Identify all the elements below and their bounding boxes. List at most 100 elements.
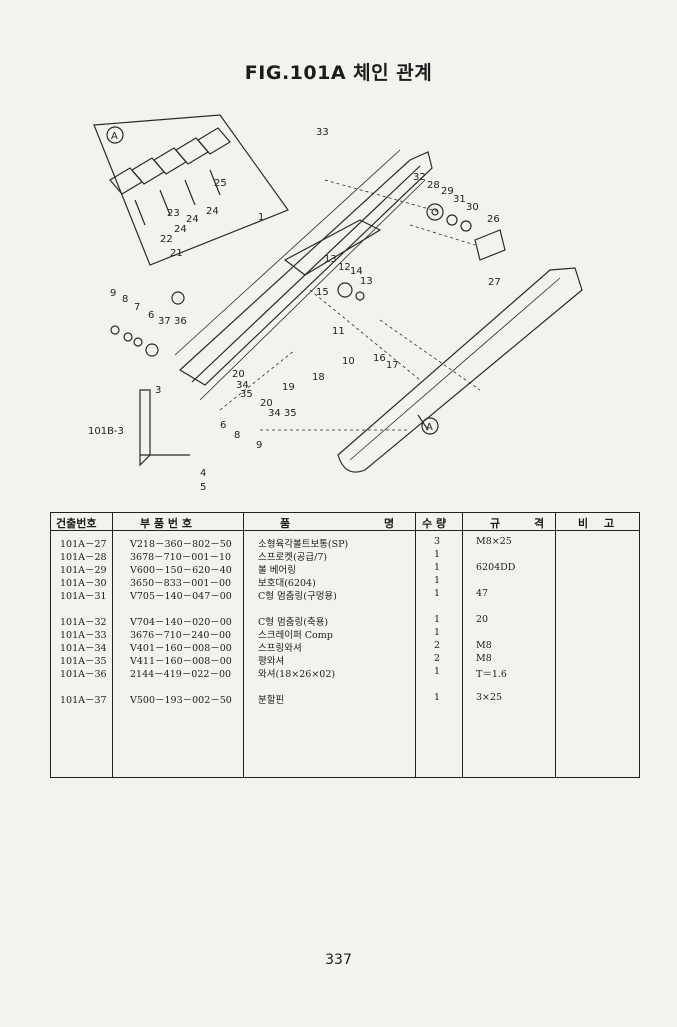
cell-qty: 1 [434, 588, 441, 599]
callout-24b: 24 [206, 206, 219, 217]
callout-30: 30 [466, 202, 479, 213]
mount-bracket [139, 389, 190, 467]
cell-qty: 2 [434, 653, 441, 664]
cell-spec: 6204DD [476, 562, 516, 573]
detail-box-a [93, 114, 289, 266]
detail-marker-a: A [111, 131, 118, 142]
detail-marker-a-pointer: A [426, 422, 433, 433]
cell-name: 분할핀 [258, 695, 285, 706]
callout-22: 22 [160, 234, 173, 245]
cell-part-no: V401－160－008－00 [130, 643, 232, 654]
callout-13a: 13 [324, 254, 337, 265]
callout-19: 19 [282, 382, 295, 393]
bracket [474, 229, 506, 261]
header-qty: 수 량 [422, 517, 447, 530]
conveyor-frame [179, 151, 433, 386]
cell-name: 와셔(18×26×02) [258, 669, 336, 680]
callout-20b: 20 [260, 398, 273, 409]
table-row: 101A－32 V704－140－020－00 C형 멈춤링(축용) 1 20 [50, 614, 640, 628]
header-spec: 규 격 [490, 517, 545, 530]
cell-qty: 1 [434, 666, 441, 677]
callout-9a: 9 [110, 288, 116, 299]
cell-part-no: V600－150－620－40 [130, 565, 232, 576]
feed-chute [337, 267, 583, 473]
callout-5: 5 [200, 482, 206, 493]
cell-name: C형 멈춤링(축용) [258, 617, 329, 628]
cell-id: 101A－33 [60, 630, 107, 641]
callout-25: 25 [214, 178, 227, 189]
callout-14: 14 [350, 266, 363, 277]
callout-17: 17 [386, 360, 399, 371]
cell-part-no: V500－193－002－50 [130, 695, 232, 706]
cell-part-no: V704－140－020－00 [130, 617, 232, 628]
callout-101b-3: 101B-3 [88, 426, 124, 437]
cell-id: 101A－31 [60, 591, 107, 602]
cell-spec: M8×25 [476, 536, 512, 547]
table-row: 101A－36 2144－419－022－00 와셔(18×26×02) 1 T＝1.6 [50, 666, 640, 680]
cell-name: 보호대(6204) [258, 578, 316, 589]
cell-spec: M8 [476, 640, 492, 651]
cell-part-no: V218－360－802－50 [130, 539, 232, 550]
callout-34-35: 34 35 [268, 408, 297, 419]
callout-32: 32 [413, 172, 426, 183]
cell-part-no: V705－140－047－00 [130, 591, 232, 602]
table-row: 101A－27 V218－360－802－50 소형육각볼트보통(SP) 3 M8×25 [50, 536, 640, 550]
callout-37: 37 [158, 316, 171, 327]
cell-id: 101A－36 [60, 669, 107, 680]
cell-name: C형 멈춤링(구멍용) [258, 591, 337, 602]
cell-part-no: 3676－710－240－00 [130, 630, 232, 641]
callout-23: 23 [167, 208, 180, 219]
cell-qty: 1 [434, 627, 441, 638]
callout-35a: 35 [240, 389, 253, 400]
page-number: 337 [325, 952, 352, 968]
cell-qty: 1 [434, 692, 441, 703]
cell-name: 스크레이퍼 Comp [258, 630, 333, 641]
callout-9b: 9 [256, 440, 262, 451]
cell-id: 101A－35 [60, 656, 107, 667]
callout-24a: 24 [186, 214, 199, 225]
cell-qty: 1 [434, 614, 441, 625]
callout-1: 1 [258, 212, 264, 223]
callout-36: 36 [174, 316, 187, 327]
callout-29: 29 [441, 186, 454, 197]
cell-part-no: 3650－833－001－00 [130, 578, 232, 589]
callout-12: 12 [338, 262, 351, 273]
header-remark: 비 고 [578, 517, 615, 530]
cell-id: 101A－28 [60, 552, 107, 563]
cell-name: 평와셔 [258, 656, 285, 667]
table-row: 101A－31 V705－140－047－00 C형 멈춤링(구멍용) 1 47 [50, 588, 640, 602]
callout-13b: 13 [360, 276, 373, 287]
callout-10: 10 [342, 356, 355, 367]
cell-spec: 47 [476, 588, 489, 599]
callout-20a: 20 [232, 369, 245, 380]
cell-id: 101A－29 [60, 565, 107, 576]
callout-34a: 34 [236, 380, 249, 391]
callout-6a: 6 [148, 310, 154, 321]
callout-28: 28 [427, 180, 440, 191]
cell-part-no: 2144－419－022－00 [130, 669, 232, 680]
cell-spec: 20 [476, 614, 489, 625]
callout-24c: 24 [174, 224, 187, 235]
cell-spec: T＝1.6 [476, 669, 507, 680]
cell-id: 101A－34 [60, 643, 107, 654]
cell-name: 소형육각볼트보통(SP) [258, 539, 349, 550]
callout-4: 4 [200, 468, 206, 479]
header-name: 품 명 [280, 517, 395, 530]
callout-18: 18 [312, 372, 325, 383]
callout-8a: 8 [122, 294, 128, 305]
callout-11: 11 [332, 326, 345, 337]
cell-id: 101A－27 [60, 539, 107, 550]
cell-qty: 3 [434, 536, 441, 547]
cell-name: 스프링와셔 [258, 643, 302, 654]
cell-id: 101A－32 [60, 617, 107, 628]
cell-name: 스프로켓(공급/7) [258, 552, 328, 563]
callout-21: 21 [170, 248, 183, 259]
callout-6b: 6 [220, 420, 226, 431]
header-part-no: 부 품 번 호 [140, 517, 192, 530]
callout-8b: 8 [234, 430, 240, 441]
callout-27: 27 [488, 277, 501, 288]
